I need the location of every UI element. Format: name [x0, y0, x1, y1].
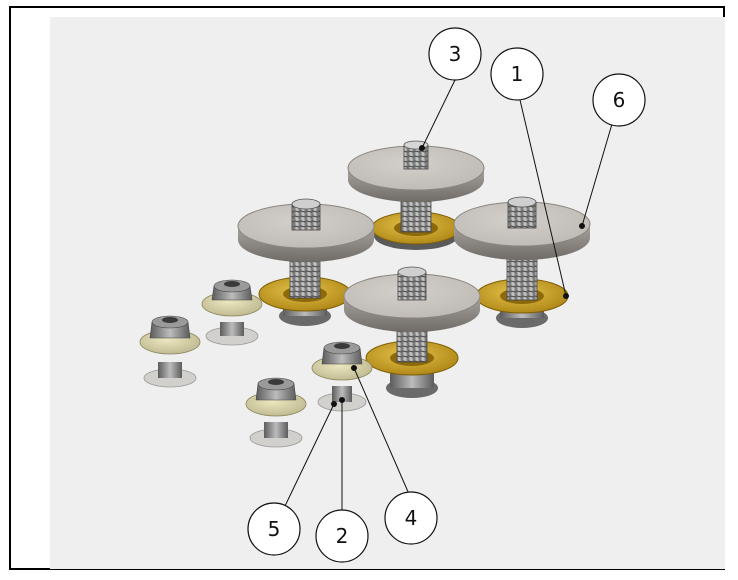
leader-4 [353, 367, 410, 495]
balloon-6: 6 [592, 73, 646, 127]
isolator-assembly-back [347, 140, 485, 250]
bolt-stack-1 [201, 279, 263, 346]
isolator-assembly-front [343, 266, 481, 398]
balloon-3-label: 3 [449, 42, 462, 66]
balloon-5-label: 5 [268, 517, 281, 541]
balloon-2-label: 2 [336, 524, 349, 548]
balloon-6-label: 6 [613, 88, 626, 112]
balloon-1-label: 1 [511, 62, 524, 86]
bolt-stack-2 [139, 315, 201, 388]
leader-lines [284, 79, 613, 514]
balloon-5: 5 [247, 502, 301, 556]
isolator-assembly-left [237, 198, 375, 326]
balloon-4: 4 [384, 491, 438, 545]
balloon-1: 1 [490, 47, 544, 101]
balloon-2: 2 [315, 509, 369, 563]
balloon-4-label: 4 [405, 506, 418, 530]
bolt-stack-4 [245, 377, 307, 448]
isolator-assembly-right [453, 196, 591, 328]
leader-6 [581, 123, 613, 227]
leader-3 [421, 79, 456, 149]
bolt-stack-3 [311, 341, 373, 412]
leader-1 [519, 99, 567, 297]
balloon-3: 3 [428, 27, 482, 81]
leader-5 [284, 403, 335, 507]
